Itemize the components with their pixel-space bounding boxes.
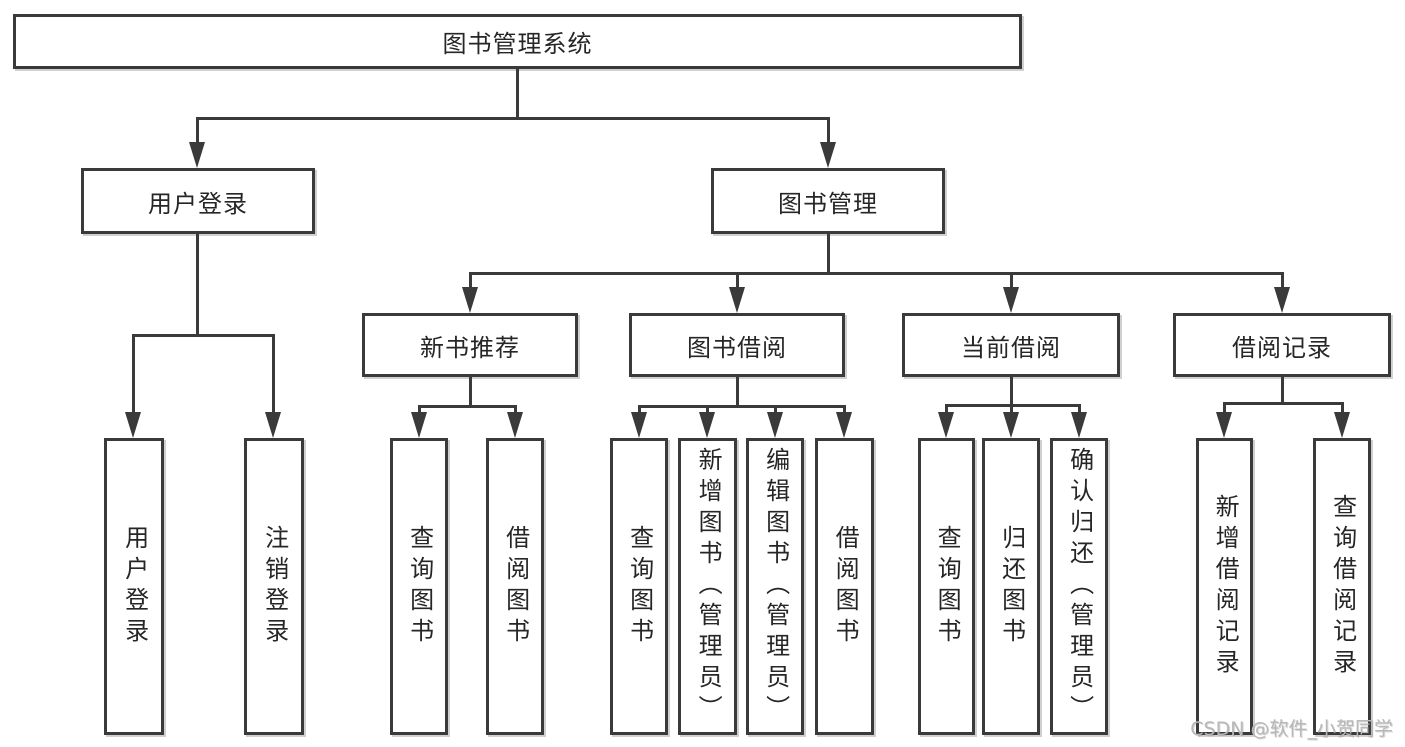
connector: [638, 405, 641, 417]
leaf-query-book-current: 查询图书: [918, 438, 975, 735]
connector: [638, 405, 846, 408]
connector: [736, 377, 739, 408]
node-label: 借阅记录: [1232, 333, 1332, 362]
connector: [469, 377, 472, 408]
arrowhead-down-icon: [189, 142, 205, 168]
node-label: 当前借阅: [961, 333, 1061, 362]
node-borrow-records: 借阅记录: [1173, 313, 1391, 377]
leaf-user-login: 用户登录: [104, 438, 164, 735]
connector: [827, 233, 830, 275]
node-label: 图书借阅: [687, 333, 787, 362]
leaf-query-borrow-record: 查询借阅记录: [1313, 438, 1371, 735]
connector: [1078, 404, 1081, 417]
leaf-edit-book-admin: 编辑图书（管理员）: [746, 438, 804, 735]
connector: [516, 68, 519, 120]
leaf-label: 注销登录: [260, 524, 289, 649]
leaf-label: 新增图书（管理员）: [694, 447, 723, 726]
node-label: 图书管理: [778, 189, 878, 218]
connector: [272, 334, 275, 416]
arrowhead-down-icon: [1334, 412, 1350, 438]
arrowhead-down-icon: [1071, 412, 1087, 438]
connector: [132, 334, 135, 416]
connector: [196, 117, 199, 147]
leaf-label: 查询图书: [625, 524, 654, 649]
node-label: 图书管理系统: [442, 30, 593, 58]
node-book-management: 图书管理: [711, 168, 945, 234]
leaf-label: 新增借阅记录: [1211, 493, 1240, 680]
node-library-system: 图书管理系统: [13, 14, 1022, 69]
leaf-add-book-admin: 新增图书（管理员）: [678, 438, 737, 735]
connector: [514, 405, 517, 417]
connector: [843, 405, 846, 417]
connector: [706, 405, 709, 417]
connector: [1010, 272, 1013, 290]
leaf-label: 借阅图书: [501, 524, 530, 649]
arrowhead-down-icon: [1216, 412, 1232, 438]
connector: [418, 405, 421, 417]
connector: [774, 405, 777, 417]
connector: [1281, 272, 1284, 290]
leaf-label: 查询借阅记录: [1328, 493, 1357, 680]
arrowhead-down-icon: [1003, 412, 1019, 438]
connector: [196, 117, 830, 120]
connector: [1010, 404, 1013, 417]
leaf-logout: 注销登录: [244, 438, 304, 735]
arrowhead-down-icon: [729, 287, 745, 313]
leaf-label: 编辑图书（管理员）: [761, 447, 790, 726]
connector: [132, 334, 275, 337]
leaf-label: 查询图书: [933, 524, 962, 649]
node-user-login: 用户登录: [81, 168, 315, 234]
node-label: 用户登录: [148, 189, 248, 218]
node-label: 新书推荐: [420, 333, 520, 362]
leaf-label: 确认归还（管理员）: [1065, 447, 1094, 726]
leaf-label: 用户登录: [120, 524, 149, 649]
leaf-label: 归还图书: [997, 524, 1026, 649]
leaf-label: 借阅图书: [831, 524, 860, 649]
node-book-borrow: 图书借阅: [629, 313, 845, 377]
arrowhead-down-icon: [125, 412, 141, 438]
arrowhead-down-icon: [1274, 287, 1290, 313]
arrowhead-down-icon: [265, 412, 281, 438]
leaf-label: 查询图书: [405, 524, 434, 649]
connector: [469, 272, 472, 290]
csdn-watermark: CSDN @软件_小贺同学: [1190, 718, 1393, 740]
connector: [1341, 402, 1344, 417]
arrowhead-down-icon: [699, 412, 715, 438]
arrowhead-down-icon: [836, 412, 852, 438]
connector: [1010, 377, 1013, 407]
connector: [736, 272, 739, 290]
leaf-query-book-recommend: 查询图书: [390, 438, 448, 735]
connector: [1223, 402, 1344, 405]
node-current-borrow: 当前借阅: [902, 313, 1120, 377]
node-new-book-recommend: 新书推荐: [362, 313, 578, 377]
arrowhead-down-icon: [820, 142, 836, 168]
arrowhead-down-icon: [767, 412, 783, 438]
arrowhead-down-icon: [462, 287, 478, 313]
arrowhead-down-icon: [1003, 287, 1019, 313]
leaf-add-borrow-record: 新增借阅记录: [1196, 438, 1253, 735]
arrowhead-down-icon: [631, 412, 647, 438]
connector: [469, 272, 1284, 275]
arrowhead-down-icon: [938, 412, 954, 438]
connector: [827, 117, 830, 147]
connector: [1223, 402, 1226, 417]
connector: [945, 404, 948, 417]
arrowhead-down-icon: [507, 412, 523, 438]
connector: [418, 405, 517, 408]
connector: [1281, 377, 1284, 405]
leaf-borrow-book: 借阅图书: [815, 438, 874, 735]
leaf-borrow-book-recommend: 借阅图书: [486, 438, 544, 735]
leaf-query-book-borrow: 查询图书: [610, 438, 668, 735]
arrowhead-down-icon: [411, 412, 427, 438]
leaf-return-book: 归还图书: [982, 438, 1040, 735]
connector: [196, 233, 199, 337]
leaf-confirm-return-admin: 确认归还（管理员）: [1050, 438, 1108, 735]
